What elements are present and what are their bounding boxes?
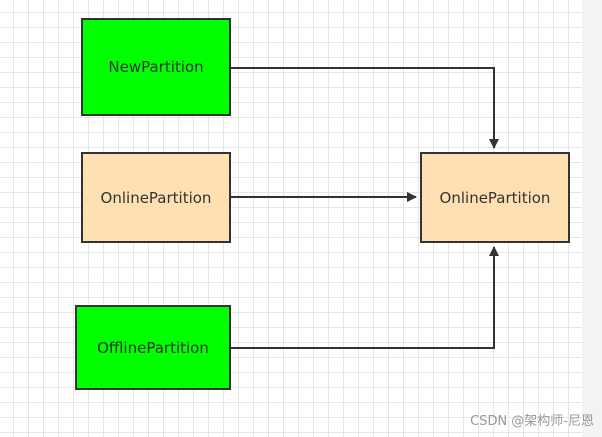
- node-online-partition-target[interactable]: OnlinePartition: [420, 152, 570, 243]
- watermark: CSDN @架构师-尼恩: [470, 414, 594, 429]
- node-online-partition-source[interactable]: OnlinePartition: [81, 152, 231, 243]
- node-label: OnlinePartition: [100, 188, 212, 207]
- node-label: OnlinePartition: [439, 188, 551, 207]
- node-label: OfflinePartition: [97, 338, 209, 357]
- node-new-partition[interactable]: NewPartition: [81, 18, 231, 116]
- edge-new-to-online: [231, 67, 499, 149]
- right-scroll-strip: [582, 0, 602, 437]
- node-label: NewPartition: [108, 58, 204, 76]
- edge-offline-to-online: [231, 246, 499, 349]
- node-offline-partition[interactable]: OfflinePartition: [75, 305, 231, 390]
